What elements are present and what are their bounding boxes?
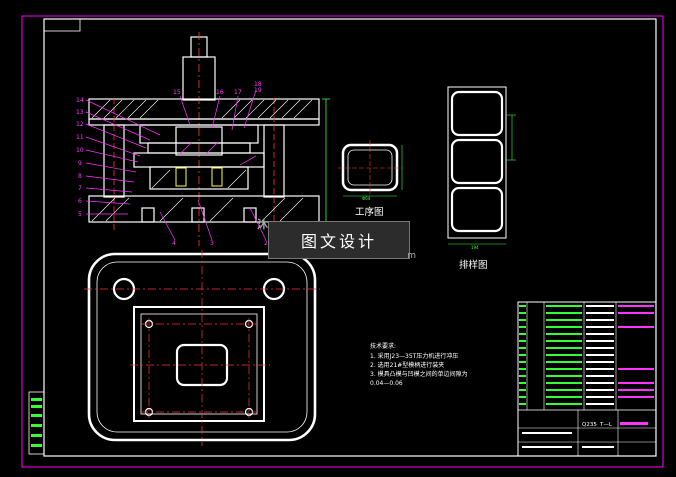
callout-6: 6 <box>78 198 82 205</box>
tech-line-2: 2. 选用21#型模柄进行装夹 <box>370 361 444 369</box>
tech-line-4: 0.04—0.06 <box>370 380 403 387</box>
die-section-view <box>88 32 320 246</box>
callout-7: 7 <box>78 185 82 192</box>
callout-3: 3 <box>210 240 214 247</box>
callout-5: 5 <box>78 211 82 218</box>
title-material: Q235 <box>582 422 597 428</box>
watermark-text: 图文设计 <box>300 232 377 251</box>
callout-2: 2 <box>264 240 268 247</box>
callout-14: 14 <box>76 97 84 104</box>
process-width-dim: Φ64 <box>362 196 371 201</box>
die-accents <box>175 167 223 187</box>
callout-16: 16 <box>216 89 224 96</box>
callout-9: 9 <box>78 160 82 167</box>
tech-requirements: 技术要求: 1. 采用J23—35T压力机进行冲压 2. 选用21#型模柄进行装… <box>370 342 468 387</box>
callout-10: 10 <box>76 147 84 154</box>
watermark-banner: 沐 图文设计 m <box>257 218 416 261</box>
callout-19: 19 <box>254 87 262 94</box>
layout-width-dim: 194 <box>471 245 479 250</box>
callout-15: 15 <box>173 89 181 96</box>
tech-heading: 技术要求: <box>370 342 396 350</box>
callout-8: 8 <box>78 173 82 180</box>
outer-frame <box>21 15 664 468</box>
callout-18: 18 <box>254 81 262 88</box>
watermark-brand: 沐 <box>257 218 271 231</box>
process-drawing-label: 工序图 <box>355 206 384 218</box>
parts-list-rows <box>519 305 654 448</box>
tech-line-3: 3. 模具凸模与凹模之间的单边间隙为 <box>370 370 468 378</box>
insert-hatching <box>179 141 257 166</box>
callout-13: 13 <box>76 109 84 116</box>
corner-tab <box>43 18 81 32</box>
part-leaders <box>85 89 267 241</box>
strip-layout-label: 排样图 <box>459 259 488 271</box>
callout-11: 11 <box>76 134 84 141</box>
process-drawing: Φ64 工序图 <box>338 140 403 218</box>
inner-frame <box>43 18 657 457</box>
callout-4: 4 <box>172 240 176 247</box>
callout-17: 17 <box>234 89 242 96</box>
callout-12: 12 <box>76 121 84 128</box>
binding-strip <box>28 391 45 455</box>
title-part-name: T—L <box>599 422 613 428</box>
plan-centerlines <box>84 250 320 446</box>
strip-layout: 194 排样图 <box>447 86 516 271</box>
assembly-height-dim <box>322 98 330 223</box>
section-hatching <box>91 99 313 222</box>
part-callouts: 14 13 12 11 10 9 8 7 6 5 4 3 2 15 16 17 … <box>76 81 268 247</box>
watermark-tail: m <box>407 251 419 261</box>
tech-line-1: 1. 采用J23—35T压力机进行冲压 <box>370 352 458 360</box>
title-block <box>517 301 657 457</box>
